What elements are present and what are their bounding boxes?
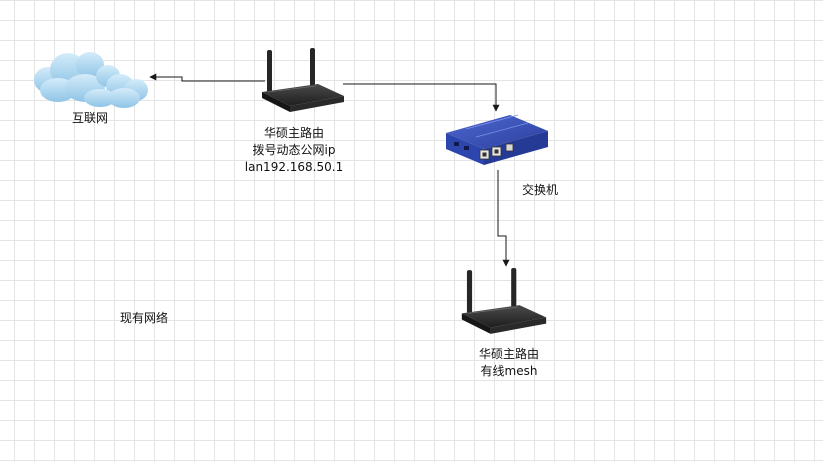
main-router-wan: 拨号动态公网ip <box>252 143 336 157</box>
cloud-icon[interactable] <box>30 48 154 110</box>
edge-router-to-switch <box>343 83 500 112</box>
edge-switch-to-mesh <box>497 170 510 267</box>
mesh-router-label: 华硕主路由 有线mesh <box>447 346 571 380</box>
switch-icon[interactable] <box>444 111 550 173</box>
router-icon[interactable] <box>457 266 553 338</box>
internet-label: 互联网 <box>71 111 108 125</box>
main-router-lan: lan192.168.50.1 <box>244 160 344 174</box>
edge-router-to-internet <box>149 73 265 82</box>
switch-label: 交换机 <box>521 183 558 197</box>
main-router-name: 华硕主路由 <box>263 126 324 140</box>
mesh-router-mode: 有线mesh <box>480 364 538 378</box>
main-router-label: 华硕主路由 拨号动态公网ip lan192.168.50.1 <box>232 125 356 176</box>
mesh-router-name: 华硕主路由 <box>478 347 539 361</box>
router-icon[interactable] <box>258 46 350 116</box>
diagram-caption: 现有网络 <box>119 311 168 325</box>
